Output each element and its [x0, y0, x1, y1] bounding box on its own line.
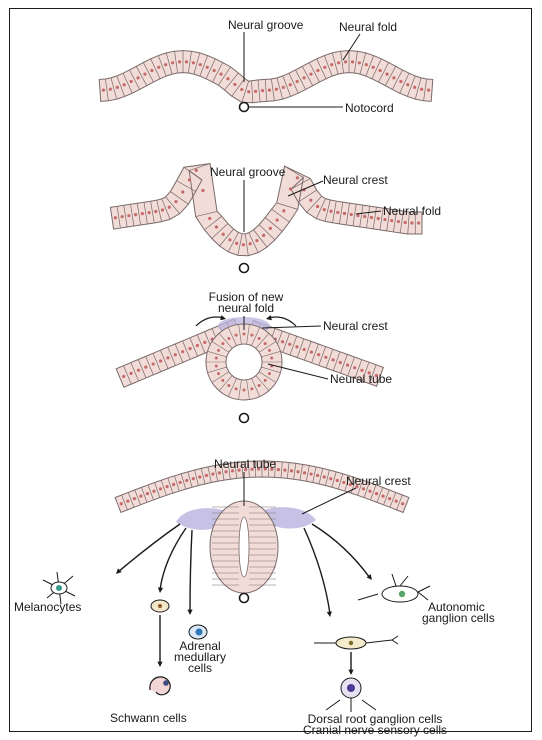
dorsal-root-ganglion-cell — [326, 678, 376, 712]
schwann-cell — [150, 677, 170, 695]
label-dorsal-2: Cranial nerve sensory cells — [290, 724, 460, 737]
label-fusion-line2: neural fold — [186, 302, 306, 315]
fusion-arrowhead-left — [220, 315, 226, 320]
label-neural-crest-3: Neural crest — [323, 320, 388, 333]
leader-neural-crest-4 — [302, 488, 356, 514]
schwann-precursor-cell — [151, 600, 169, 612]
label-schwann: Schwann cells — [110, 712, 187, 725]
label-neural-tube-4: Neural tube — [214, 458, 276, 471]
arrow-schwann-line — [160, 528, 186, 590]
fusion-arrow-right — [268, 317, 296, 326]
label-autonomic-2: ganglion cells — [422, 612, 495, 625]
notochord-4 — [240, 594, 249, 603]
stage1-neural-plate — [99, 51, 433, 103]
notochord-1 — [240, 103, 249, 112]
notochord-2 — [240, 264, 249, 273]
label-neural-tube-3: Neural tube — [330, 373, 392, 386]
arrow-adrenal-head — [187, 610, 192, 615]
fusion-arrowhead-right — [266, 315, 272, 320]
adrenal-cell — [189, 625, 207, 639]
arrow-schwann-head — [158, 587, 163, 593]
label-neural-crest-2: Neural crest — [323, 174, 388, 187]
arrow-melanocyte-line — [118, 524, 180, 572]
label-melanocytes: Melanocytes — [14, 601, 81, 614]
label-adrenal-3: cells — [160, 662, 240, 675]
notochord-3 — [240, 414, 249, 423]
arrow-dorsal-2-head — [348, 670, 353, 675]
stage3-neural-tube — [206, 324, 282, 400]
arrow-adrenal-line — [190, 530, 192, 612]
arrow-dorsal-head — [327, 611, 332, 617]
label-notochord: Notocord — [345, 102, 394, 115]
label-neural-groove-1: Neural groove — [228, 19, 303, 32]
label-neural-fold-1: Neural fold — [339, 21, 397, 34]
sensory-bipolar-cell — [314, 636, 398, 649]
label-neural-crest-4: Neural crest — [346, 475, 411, 488]
label-neural-fold-2: Neural fold — [383, 205, 441, 218]
arrow-dorsal-line — [304, 528, 330, 614]
epithelium-layers — [99, 51, 433, 513]
stage4-neural-tube — [210, 501, 278, 593]
label-neural-groove-2: Neural groove — [210, 166, 285, 179]
